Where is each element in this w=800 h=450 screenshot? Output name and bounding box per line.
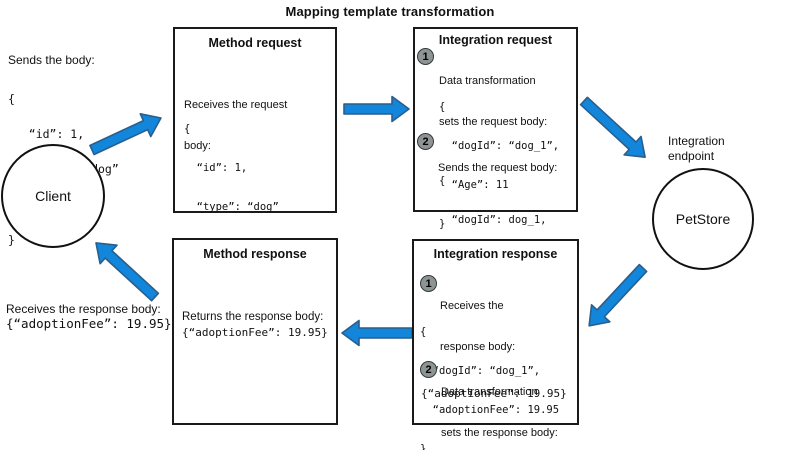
step-1-badge: 1 <box>417 48 434 65</box>
client-node-label: Client <box>35 188 71 204</box>
client-receives-note: Receives the response body: {“adoptionFe… <box>6 302 172 330</box>
integration-request-title: Integration request <box>438 33 553 47</box>
client-receives-code: {“adoptionFee”: 19.95} <box>6 316 172 331</box>
step-1-badge: 1 <box>420 275 437 292</box>
method-request-title: Method request <box>208 36 302 50</box>
arrow-integration-response-to-method-response <box>341 319 413 347</box>
integration-request-step2-label: Sends the request body: <box>438 162 558 174</box>
integration-request-step1-label: Data transformation sets the request bod… <box>439 75 548 128</box>
integration-response-step2-label: Data transformation sets the response bo… <box>441 386 558 439</box>
method-response-title: Method response <box>203 247 307 261</box>
client-node: Client <box>1 144 105 248</box>
arrow-petstore-to-integration-response <box>588 263 648 327</box>
step-2-badge: 2 <box>420 361 437 378</box>
petstore-node: PetStore <box>652 168 754 270</box>
integration-response-step1-code: { “dogId”: “dog_1”, “adoptionFee”: 19.95… <box>420 326 560 450</box>
client-sends-label: Sends the body: <box>8 53 95 67</box>
integration-endpoint-label: Integration endpoint <box>668 134 725 163</box>
step-2-badge: 2 <box>417 133 434 150</box>
method-response-label: Returns the response body: <box>182 311 324 323</box>
integration-request-step1-code: { “dogId”: “dog_1”, “Age”: 11 } <box>439 101 560 230</box>
arrow-method-response-to-client <box>95 242 160 302</box>
method-response-code: {“adoptionFee”: 19.95} <box>182 326 328 339</box>
method-request-label: Receives the request body: <box>184 99 288 152</box>
integration-response-title: Integration response <box>433 247 558 261</box>
integration-response-step2-code: {“adoptionFee”: 19.95} <box>421 387 567 400</box>
integration-request-box: Integration request 1 Data transformatio… <box>413 27 578 304</box>
method-request-box: Method request Receives the request body… <box>173 27 337 291</box>
integration-response-step1-label: Receives the response body: <box>440 300 516 353</box>
petstore-node-label: PetStore <box>675 211 731 227</box>
arrow-integration-request-to-petstore <box>579 96 646 158</box>
arrow-method-request-to-integration-request <box>343 95 410 123</box>
method-response-box: Method response Returns the response bod… <box>172 238 338 425</box>
diagram-title: Mapping template transformation <box>285 4 495 19</box>
integration-response-box: Integration response 1 Receives the resp… <box>412 239 579 450</box>
client-receives-label: Receives the response body: <box>6 302 161 316</box>
arrow-client-to-method-request <box>89 113 162 156</box>
